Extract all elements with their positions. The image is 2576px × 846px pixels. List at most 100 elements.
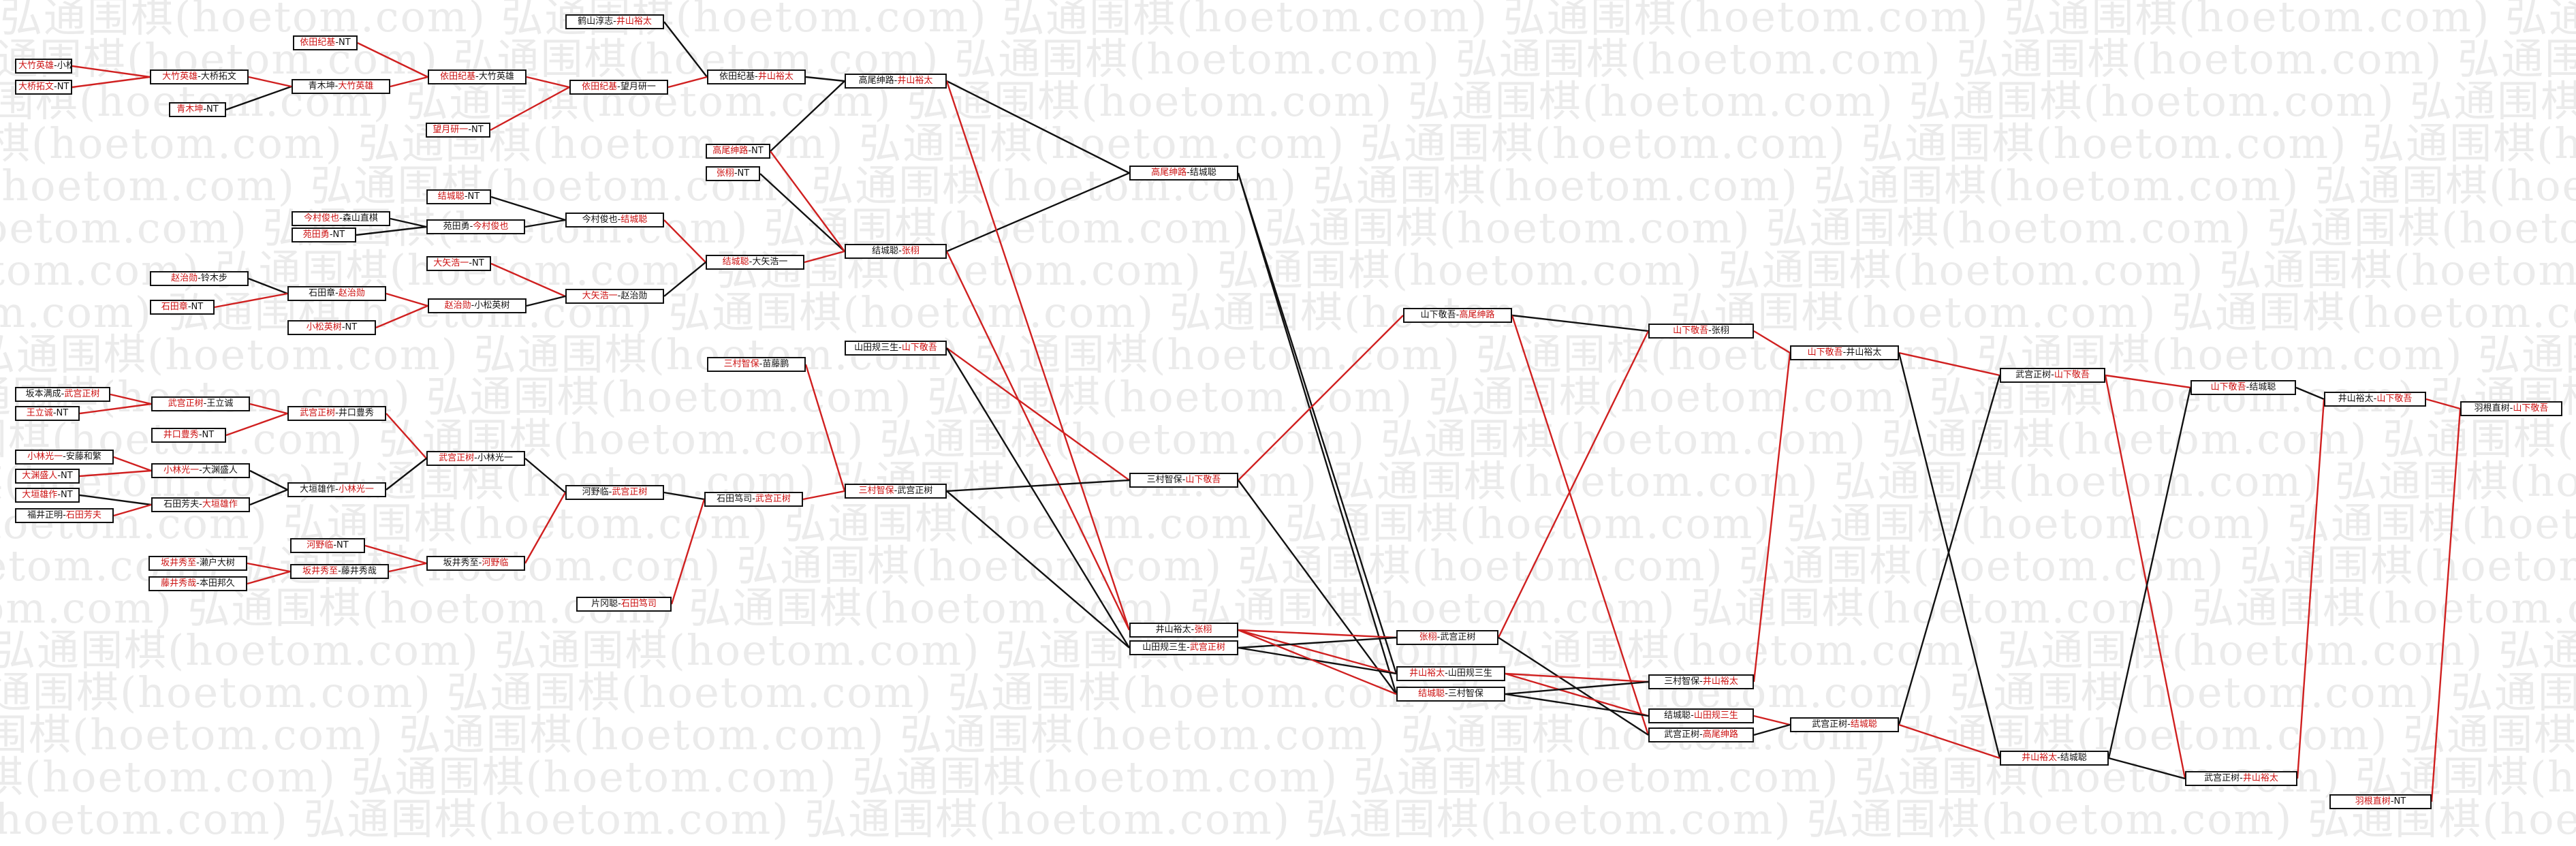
player-name: 山下敬吾 xyxy=(2054,370,2090,380)
player-separator: - xyxy=(57,471,61,481)
player-separator: - xyxy=(196,578,200,589)
bracket-link xyxy=(249,488,288,506)
bracket-link xyxy=(1237,172,1398,674)
player-name: 山下敬吾 xyxy=(1420,310,1456,320)
bracket-link xyxy=(663,262,706,297)
player-name: 今村俊也 xyxy=(304,213,340,223)
player-separator: - xyxy=(898,343,902,353)
match-node: 高尾绅路-井山裕太 xyxy=(845,74,947,89)
player-separator: - xyxy=(475,72,479,82)
player-separator: - xyxy=(478,558,482,568)
player-name: 安藤和繁 xyxy=(65,452,101,462)
player-name: 赵治勋 xyxy=(444,300,471,311)
player-name: 井山裕太 xyxy=(2242,773,2278,783)
player-name: 苑田勇 xyxy=(302,230,330,240)
match-node: 山下敬吾-结城聪 xyxy=(2190,380,2296,395)
player-separator: - xyxy=(894,76,898,86)
match-node: 小林光一-大渊盛人 xyxy=(151,463,250,478)
player-name: 藤井秀哉 xyxy=(341,566,377,576)
match-node: 武宫正树-井山裕太 xyxy=(2185,771,2297,786)
match-node: 结城聪-山田规三生 xyxy=(1648,708,1754,723)
player-separator: - xyxy=(748,146,752,156)
player-separator: - xyxy=(1699,676,1703,687)
match-node: 大桥拓文-NT xyxy=(15,80,72,95)
player-name: 小林光一 xyxy=(27,452,63,462)
player-name: 依田纪基 xyxy=(719,72,755,82)
match-node: 依田纪基-大竹英雄 xyxy=(428,69,527,84)
match-node: 结城聪-三村智保 xyxy=(1396,687,1505,702)
player-separator: - xyxy=(2509,403,2513,413)
player-separator: - xyxy=(338,566,341,576)
player-separator: - xyxy=(617,82,621,92)
player-separator: - xyxy=(471,300,475,311)
player-name: 鹤山淳志 xyxy=(578,16,614,27)
player-name: NT xyxy=(471,125,484,135)
player-name: NT xyxy=(467,191,480,202)
player-separator: - xyxy=(335,288,339,298)
player-name: NT xyxy=(57,82,69,92)
bracket-link xyxy=(1238,315,1404,481)
bracket-link xyxy=(490,86,570,131)
bracket-link xyxy=(770,80,845,152)
player-name: 三村智保 xyxy=(723,359,759,369)
player-name: NT xyxy=(2393,796,2406,806)
match-node: 武宫正树-王立诚 xyxy=(151,396,250,411)
player-name: 大垣雄作 xyxy=(202,499,238,510)
bracket-link xyxy=(2104,375,2186,779)
match-node: 结城聪-张栩 xyxy=(845,244,947,259)
player-name: 山田规三生 xyxy=(1447,668,1492,678)
player-name: 依田纪基 xyxy=(440,72,476,82)
player-name: 依田纪基 xyxy=(582,82,618,92)
bracket-link xyxy=(945,251,1131,631)
bracket-link xyxy=(802,490,845,501)
player-separator: - xyxy=(755,72,758,82)
player-name: 井口豊秀 xyxy=(338,408,374,418)
match-node: 山田规三生-山下敬吾 xyxy=(845,341,947,356)
bracket-link xyxy=(1238,629,1397,675)
player-separator: - xyxy=(2057,753,2060,763)
bracket-link xyxy=(1238,636,1397,649)
player-separator: - xyxy=(198,430,202,440)
player-separator: - xyxy=(1699,730,1703,740)
match-node: 大竹英雄-小松英子 xyxy=(15,59,72,74)
bracket-link xyxy=(2108,757,2186,780)
match-node: 鹤山淳志-井山裕太 xyxy=(565,14,664,29)
player-name: 小林光一 xyxy=(163,465,200,475)
player-name: 结城聪 xyxy=(621,215,648,225)
match-node: 高尾绅路-结城聪 xyxy=(1129,166,1238,181)
player-name: 山下敬吾 xyxy=(2210,382,2246,392)
player-name: 武宫正树 xyxy=(1664,730,1700,740)
match-node: 结城聪-大矢浩一 xyxy=(706,255,804,270)
player-name: 大矢浩一 xyxy=(433,258,469,268)
bracket-link xyxy=(225,85,292,111)
player-name: 望月研一 xyxy=(620,82,656,92)
bracket-link xyxy=(946,347,1130,481)
player-name: 大桥拓文 xyxy=(18,82,54,92)
player-name: 山下敬吾 xyxy=(1673,326,1709,336)
bracket-link xyxy=(1753,723,1791,736)
player-name: 今村俊也 xyxy=(473,221,509,232)
player-name: 武宫正树 xyxy=(1812,719,1848,730)
player-name: 石田笃司 xyxy=(621,599,657,609)
match-node: 大矢浩一-赵治勋 xyxy=(565,289,664,304)
bracket-link xyxy=(2295,386,2325,401)
bracket-link xyxy=(356,225,427,236)
bracket-link xyxy=(2296,398,2325,779)
player-separator: - xyxy=(1842,347,1847,358)
player-name: 河野临 xyxy=(582,487,609,497)
player-name: 张栩 xyxy=(716,168,734,178)
bracket-link xyxy=(113,456,152,472)
player-name: 大竹英雄 xyxy=(18,61,54,71)
player-separator: - xyxy=(2240,773,2243,783)
player-name: NT xyxy=(202,430,215,440)
player-name: 结城聪 xyxy=(1850,719,1877,730)
player-name: 藤井秀哉 xyxy=(161,578,197,589)
match-node: 坂井秀至-濑户大树 xyxy=(148,556,247,571)
bracket-link xyxy=(110,393,152,405)
match-node: 小林光一-安藤和繁 xyxy=(15,450,114,465)
match-node: 大垣雄作-小林光一 xyxy=(287,482,386,497)
player-name: 大竹英雄 xyxy=(478,72,514,82)
player-separator: - xyxy=(199,499,202,510)
match-node: 福井正明-石田芳夫 xyxy=(15,508,114,523)
player-separator: - xyxy=(54,61,57,71)
